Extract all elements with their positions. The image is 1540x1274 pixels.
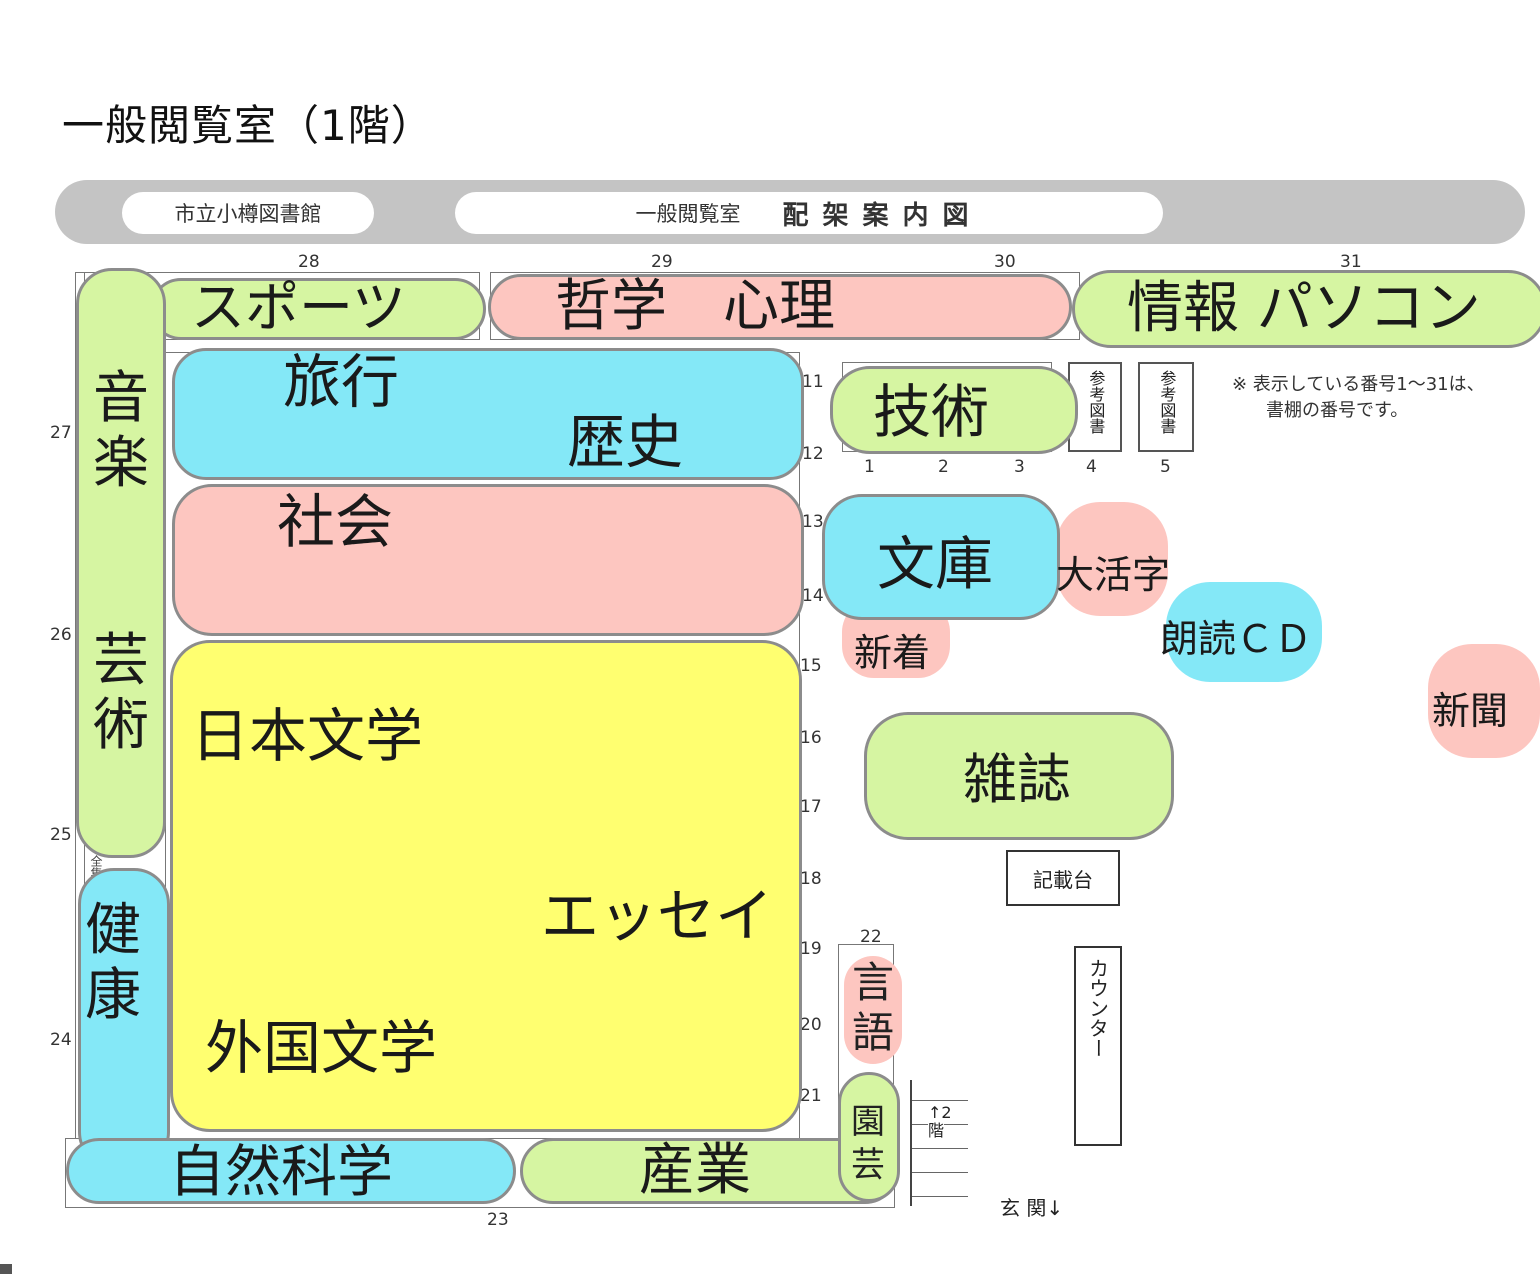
shelf-number: 26 bbox=[50, 625, 72, 645]
zone-information[interactable]: 情報 パソコン bbox=[1072, 270, 1540, 348]
zone-label-arts: 芸術 bbox=[93, 628, 149, 758]
shelf-number: 30 bbox=[994, 252, 1016, 272]
zone-label-health: 健康 bbox=[85, 898, 141, 1028]
shelf-number: 4 bbox=[1086, 457, 1097, 477]
zone-label-travel: 旅行 bbox=[283, 348, 400, 416]
note-line-2: 書棚の番号です。 bbox=[1266, 400, 1409, 421]
zone-music-arts[interactable]: 音楽 芸術 bbox=[76, 268, 166, 858]
shelf-number: 19 bbox=[800, 939, 822, 959]
shelf-number: 25 bbox=[50, 825, 72, 845]
shelf-number: 3 bbox=[1014, 457, 1025, 477]
zone-label-audio-cd: 朗読ＣＤ bbox=[1160, 617, 1313, 661]
stairs[interactable]: ↑2階 bbox=[910, 1080, 968, 1206]
shelf-number: 31 bbox=[1340, 252, 1362, 272]
zone-bunko[interactable]: 文庫 bbox=[822, 494, 1060, 620]
counter-label: カウンター bbox=[1085, 958, 1110, 1058]
shelf-number: 22 bbox=[860, 927, 882, 947]
stair-step bbox=[912, 1196, 968, 1197]
stair-step bbox=[912, 1100, 968, 1101]
room-title-pill: 一般閲覧室 配架案内図 bbox=[455, 192, 1163, 234]
zone-label-essay: エッセイ bbox=[541, 882, 774, 950]
library-name: 市立小樽図書館 bbox=[122, 192, 374, 234]
zone-literature[interactable]: 日本文学 エッセイ 外国文学 bbox=[170, 640, 802, 1132]
zone-gardening[interactable]: 園芸 bbox=[838, 1072, 900, 1202]
zone-language[interactable]: 言語 bbox=[844, 956, 902, 1064]
reference-label: 参考図書 bbox=[1086, 370, 1106, 434]
shelf-number: 16 bbox=[800, 728, 822, 748]
shelf-number: 29 bbox=[651, 252, 673, 272]
zone-label-technology: 技術 bbox=[873, 378, 990, 446]
zone-label-natural-science: 自然科学 bbox=[169, 1140, 393, 1205]
shelf-number: 27 bbox=[50, 423, 72, 443]
zone-label-music: 音楽 bbox=[93, 366, 149, 496]
zone-label-industry: 産業 bbox=[639, 1138, 751, 1203]
shelf-number: 11 bbox=[802, 372, 824, 392]
zone-newspapers[interactable]: 新聞 bbox=[1428, 644, 1540, 758]
shelf-number: 2 bbox=[938, 457, 949, 477]
stair-step bbox=[912, 1172, 968, 1173]
zone-technology[interactable]: 技術 bbox=[830, 366, 1078, 454]
zone-audio-cd[interactable] bbox=[1166, 582, 1322, 682]
shelf-number: 18 bbox=[800, 869, 822, 889]
shelf-number: 1 bbox=[864, 457, 875, 477]
zone-label-japanese-literature: 日本文学 bbox=[191, 702, 424, 770]
zone-industry[interactable]: 産業 bbox=[520, 1138, 898, 1204]
stairs-label: ↑2階 bbox=[928, 1103, 952, 1141]
counter: カウンター bbox=[1074, 946, 1122, 1146]
reference-label: 参考図書 bbox=[1157, 370, 1177, 434]
shelf-number: 23 bbox=[487, 1210, 509, 1230]
zone-health[interactable]: 健康 bbox=[78, 868, 170, 1168]
zone-label-gardening: 園芸 bbox=[851, 1102, 885, 1185]
zone-large-print-bg bbox=[1056, 502, 1168, 616]
zone-label: 情報 パソコン bbox=[1127, 276, 1481, 341]
stair-step bbox=[912, 1148, 968, 1149]
room-name: 一般閲覧室 bbox=[635, 202, 741, 226]
map-title: 配架案内図 bbox=[782, 200, 983, 231]
zone-label-new-arrivals: 新着 bbox=[854, 631, 931, 675]
zone-label-large-print[interactable]: 大活字 bbox=[1056, 553, 1171, 597]
shelf-number: 13 bbox=[802, 512, 824, 532]
zone-label-language: 言語 bbox=[852, 958, 895, 1058]
corner-mark bbox=[0, 1264, 12, 1274]
zone-label-newspapers: 新聞 bbox=[1432, 689, 1509, 733]
entrance-label: 玄 関↓ bbox=[1000, 1196, 1064, 1220]
shelf-number: 12 bbox=[802, 444, 824, 464]
zone-label-bunko: 文庫 bbox=[877, 530, 994, 598]
note-line-1: ※ 表示している番号1～31は、 bbox=[1232, 374, 1485, 395]
shelf-number: 21 bbox=[800, 1086, 822, 1106]
zone-label-society: 社会 bbox=[277, 488, 394, 556]
reference-shelf-5: 参考図書 bbox=[1138, 362, 1194, 452]
writing-desk: 記載台 bbox=[1006, 850, 1120, 906]
zone-travel-history[interactable]: 旅行 歴史 bbox=[172, 348, 804, 480]
shelf-number: 20 bbox=[800, 1015, 822, 1035]
shelf-number: 28 bbox=[298, 252, 320, 272]
zone-magazines[interactable]: 雑誌 bbox=[864, 712, 1174, 840]
shelf-number: 15 bbox=[800, 656, 822, 676]
page-title: 一般閲覧室（1階） bbox=[62, 101, 434, 150]
zone-society[interactable]: 社会 bbox=[172, 484, 804, 636]
shelf-number: 5 bbox=[1160, 457, 1171, 477]
shelf-number: 14 bbox=[802, 586, 824, 606]
zone-label: 哲学 心理 bbox=[555, 274, 835, 339]
zone-label-history: 歴史 bbox=[567, 408, 684, 476]
zone-natural-science[interactable]: 自然科学 bbox=[66, 1138, 516, 1204]
zone-sports[interactable]: スポーツ bbox=[150, 278, 486, 340]
zone-philosophy[interactable]: 哲学 心理 bbox=[488, 274, 1072, 340]
zone-label-magazines: 雑誌 bbox=[963, 748, 1071, 811]
shelf-number: 24 bbox=[50, 1030, 72, 1050]
shelf-number: 17 bbox=[800, 797, 822, 817]
zone-label: スポーツ bbox=[191, 276, 406, 339]
zone-label-foreign-literature: 外国文学 bbox=[205, 1014, 438, 1082]
